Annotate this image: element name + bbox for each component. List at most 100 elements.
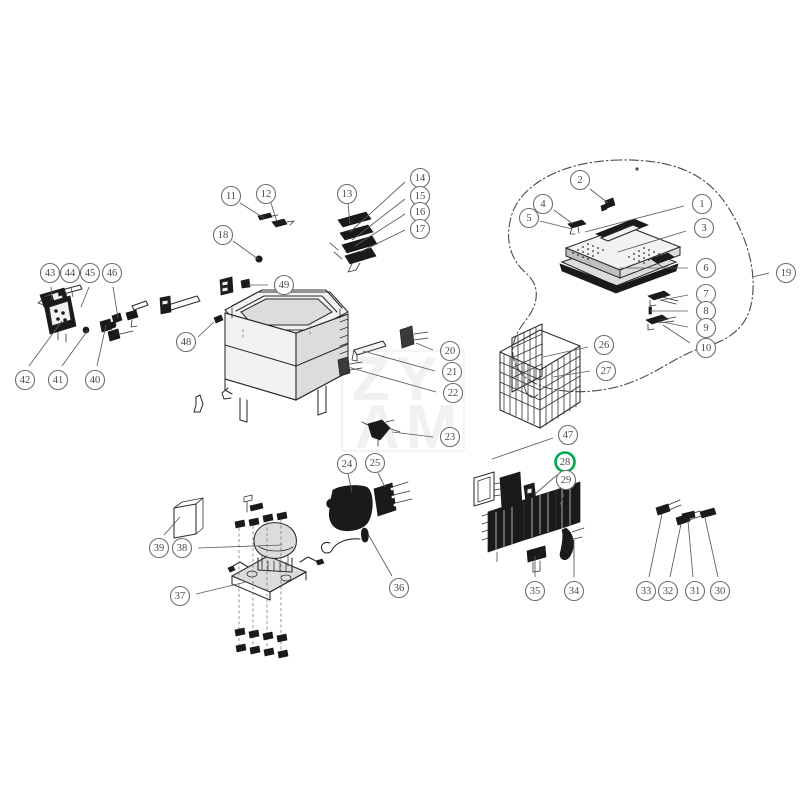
callout-balloon-10[interactable]: 10	[662, 324, 717, 359]
callout-balloon-40[interactable]: 40	[84, 324, 107, 391]
callout-ring-36[interactable]	[388, 577, 410, 599]
callout-ring-3[interactable]	[693, 217, 715, 239]
callout-number-21: 21	[447, 367, 458, 378]
callout-balloon-21[interactable]: 21	[362, 350, 463, 383]
callout-balloon-12[interactable]: 12	[255, 183, 278, 223]
callout-balloon-22[interactable]: 22	[347, 366, 464, 404]
callout-ring-49[interactable]	[273, 274, 295, 296]
condenser-rear-panel-group	[473, 471, 585, 573]
callout-ring-17[interactable]	[409, 218, 431, 240]
callout-number-9: 9	[703, 323, 708, 334]
callout-balloon-46[interactable]: 46	[101, 262, 123, 319]
callout-balloon-25[interactable]: 25	[364, 452, 386, 488]
callout-ring-12[interactable]	[255, 183, 277, 205]
callout-ring-6[interactable]	[695, 257, 717, 279]
callout-ring-5[interactable]	[518, 207, 540, 229]
callout-balloon-33[interactable]: 33	[635, 513, 663, 602]
callout-balloon-44[interactable]: 44	[59, 262, 81, 298]
callout-ring-4[interactable]	[532, 193, 554, 215]
keypad-dot-matrix-right	[628, 247, 660, 264]
callout-number-19: 19	[781, 268, 792, 279]
callout-ring-22[interactable]	[442, 382, 464, 404]
callout-balloon-1[interactable]: 1	[584, 193, 713, 233]
callout-balloon-26[interactable]: 26	[542, 334, 615, 358]
callout-ring-13[interactable]	[336, 183, 358, 205]
callout-balloon-9[interactable]: 9	[661, 317, 717, 339]
callout-balloon-49[interactable]: 49	[248, 274, 295, 296]
callout-ring-11[interactable]	[220, 185, 242, 207]
callout-balloon-42[interactable]: 42	[14, 320, 63, 391]
callout-balloon-37[interactable]: 37	[169, 581, 247, 607]
callout-ring-31[interactable]	[684, 580, 706, 602]
callout-balloon-30[interactable]: 30	[704, 517, 731, 602]
callout-ring-25[interactable]	[364, 452, 386, 474]
callout-balloon-20[interactable]: 20	[415, 340, 461, 362]
callout-ring-47[interactable]	[557, 424, 579, 446]
callout-ring-35[interactable]	[524, 580, 546, 602]
callout-number-39: 39	[154, 543, 165, 554]
callout-ring-39[interactable]	[148, 537, 170, 559]
callout-ring-42[interactable]	[14, 369, 36, 391]
callout-balloon-41[interactable]: 41	[47, 329, 89, 391]
callout-balloon-36[interactable]: 36	[367, 533, 410, 599]
callout-ring-29[interactable]	[555, 469, 577, 491]
leader-line-15	[351, 198, 406, 241]
callout-balloon-3[interactable]: 3	[617, 217, 715, 253]
callout-balloon-39[interactable]: 39	[148, 516, 181, 559]
callout-balloon-17[interactable]: 17	[359, 218, 431, 253]
callout-balloon-7[interactable]: 7	[661, 283, 717, 305]
callout-ring-44[interactable]	[59, 262, 81, 284]
callout-ring-21[interactable]	[441, 361, 463, 383]
callout-balloon-18[interactable]: 18	[212, 224, 259, 260]
callout-balloon-47[interactable]: 47	[491, 424, 579, 460]
callout-ring-43[interactable]	[39, 262, 61, 284]
callout-balloon-13[interactable]: 13	[336, 183, 358, 225]
callout-ring-9[interactable]	[695, 317, 717, 339]
callout-balloon-34[interactable]: 34	[563, 550, 585, 602]
callout-balloon-5[interactable]: 5	[518, 207, 573, 230]
callout-balloon-24[interactable]: 24	[336, 453, 358, 493]
callout-ring-1[interactable]	[691, 193, 713, 215]
callout-ring-46[interactable]	[101, 262, 123, 284]
callout-balloon-14[interactable]: 14	[349, 167, 431, 233]
callout-balloon-6[interactable]: 6	[619, 257, 717, 279]
callout-ring-19[interactable]	[775, 262, 797, 284]
callout-ring-27[interactable]	[595, 360, 617, 382]
callout-balloon-29[interactable]: 29	[555, 469, 577, 506]
callout-ring-10[interactable]	[695, 337, 717, 359]
callout-ring-33[interactable]	[635, 580, 657, 602]
callout-balloon-23[interactable]: 23	[391, 426, 461, 448]
callout-ring-41[interactable]	[47, 369, 69, 391]
callout-ring-40[interactable]	[84, 369, 106, 391]
callout-ring-26[interactable]	[593, 334, 615, 356]
callout-balloon-31[interactable]: 31	[684, 520, 706, 602]
callout-ring-37[interactable]	[169, 585, 191, 607]
callout-balloon-4[interactable]: 4	[532, 193, 574, 225]
callout-balloon-45[interactable]: 45	[79, 262, 101, 308]
callout-balloon-19[interactable]: 19	[751, 262, 797, 284]
callout-balloon-32[interactable]: 32	[657, 523, 682, 602]
callout-balloon-38[interactable]: 38	[171, 537, 283, 559]
callout-ring-34[interactable]	[563, 580, 585, 602]
callout-ring-2[interactable]	[569, 169, 591, 191]
callout-balloon-2[interactable]: 2	[569, 169, 609, 204]
callout-balloon-15[interactable]: 15	[351, 185, 431, 241]
callout-ring-45[interactable]	[79, 262, 101, 284]
callout-ring-24[interactable]	[336, 453, 358, 475]
callout-balloon-11[interactable]: 11	[220, 185, 265, 219]
callout-balloon-48[interactable]: 48	[175, 321, 215, 353]
callout-balloon-35[interactable]: 35	[524, 556, 546, 602]
callout-ring-38[interactable]	[171, 537, 193, 559]
callout-balloon-8[interactable]: 8	[650, 300, 717, 322]
callout-ring-20[interactable]	[439, 340, 461, 362]
callout-balloon-43[interactable]: 43	[39, 262, 61, 301]
callout-ring-32[interactable]	[657, 580, 679, 602]
callout-ring-48[interactable]	[175, 331, 197, 353]
callout-number-5: 5	[526, 213, 531, 224]
leader-line-44	[70, 286, 74, 298]
callout-ring-23[interactable]	[439, 426, 461, 448]
callout-ring-18[interactable]	[212, 224, 234, 246]
callout-balloon-27[interactable]: 27	[552, 360, 617, 382]
callout-ring-30[interactable]	[709, 580, 731, 602]
